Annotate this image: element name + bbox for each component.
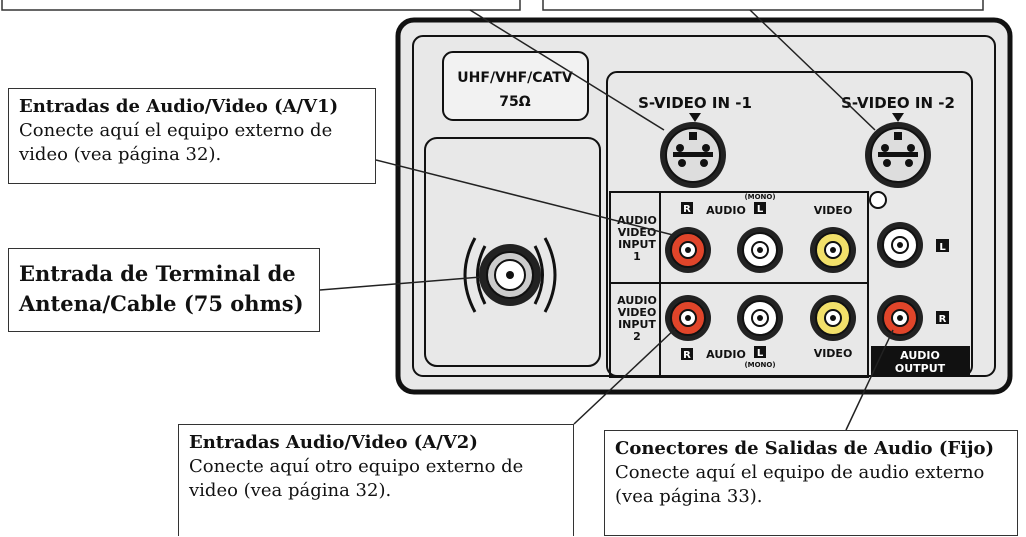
callout-av2: Entradas Audio/Video (A/V2) Conecte aquí…: [178, 424, 574, 536]
audio-output-l-text: L: [939, 242, 946, 253]
av1-video-jack-icon: [810, 227, 856, 273]
av2-video-text: VIDEO: [814, 347, 853, 360]
av2-l-text: L: [757, 348, 764, 359]
av1-label-input: INPUT: [618, 238, 656, 251]
av2-r-text: R: [683, 350, 691, 361]
av2-audio-l-jack-icon: [737, 295, 783, 341]
audio-output-l-jack-icon: [877, 222, 923, 268]
av1-audio-text: AUDIO: [706, 204, 746, 217]
av2-label-audio: AUDIO: [617, 294, 657, 307]
svideo-1-jack-icon: [660, 122, 726, 188]
av-input-frame: [609, 191, 869, 378]
svideo-2-jack-icon: [865, 122, 931, 188]
av1-r-text: R: [683, 204, 691, 215]
av2-video-jack-icon: [810, 295, 856, 341]
callout-av2-body-line-1: Conecte aquí otro equipo externo de: [189, 456, 524, 477]
av1-audio-l-jack-icon: [737, 227, 783, 273]
antenna-label-1: UHF/VHF/CATV: [457, 70, 573, 86]
audio-output-label-1: AUDIO: [900, 349, 940, 362]
antenna-label-2: 75Ω: [499, 94, 530, 110]
av2-audio-r-jack-icon: [665, 295, 711, 341]
leader-line-av1: [375, 159, 678, 237]
audio-output-r-text: R: [939, 314, 947, 325]
callout-av1: Entradas de Audio/Video (A/V1) Conecte a…: [8, 88, 376, 184]
leader-line-svideo-2: [749, 9, 876, 131]
av2-label-video: VIDEO: [618, 306, 657, 319]
svideo-1-arrow-icon: [689, 113, 701, 122]
callout-audio-output-body-line-1: Conecte aquí el equipo de audio externo: [615, 462, 985, 483]
av1-audio-r-jack-icon: [665, 227, 711, 273]
antenna-arc-outer-right: [543, 237, 557, 313]
callout-audio-output-body-line-2: (vea página 33).: [615, 486, 763, 507]
av1-label-video: VIDEO: [618, 226, 657, 239]
audio-output-label-2: OUTPUT: [895, 362, 946, 375]
av1-video-text: VIDEO: [814, 204, 853, 217]
av2-label-number: 2: [633, 330, 641, 343]
antenna-arc-inner-right: [533, 245, 544, 305]
callout-audio-output-title: Conectores de Salidas de Audio (Fijo): [615, 438, 995, 459]
audio-output-l-badge: [936, 239, 949, 252]
callout-antenna-title-line-1: Entrada de Terminal de: [19, 261, 296, 286]
av1-l-badge: [754, 202, 766, 214]
av2-audio-text: AUDIO: [706, 348, 746, 361]
callout-av1-body-line-1: Conecte aquí el equipo externo de: [19, 120, 333, 141]
callout-av2-title: Entradas Audio/Video (A/V2): [189, 432, 478, 453]
antenna-label-box: [442, 51, 589, 121]
antenna-jack-pin: [506, 271, 514, 279]
av1-label-number: 1: [633, 250, 641, 263]
leader-line-av2: [573, 327, 677, 425]
leader-line-audio-out: [845, 329, 894, 431]
leader-line-svideo-1: [469, 9, 665, 131]
audio-output-r-jack-icon: [877, 295, 923, 341]
av2-mono-text: (MONO): [744, 361, 775, 369]
callout-antenna: Entrada de Terminal de Antena/Cable (75 …: [8, 248, 320, 332]
leader-line-antenna: [319, 276, 482, 291]
av1-r-badge: [681, 202, 693, 214]
av2-label-input: INPUT: [618, 318, 656, 331]
svideo-1-label: S-VIDEO IN -1: [638, 94, 752, 112]
antenna-arc-inner-left: [476, 245, 487, 305]
audio-output-label-bg: [871, 346, 970, 376]
audio-output-indicator: [869, 191, 887, 209]
callout-audio-output: Conectores de Salidas de Audio (Fijo) Co…: [604, 430, 1018, 536]
audio-output-r-badge: [936, 311, 949, 324]
av1-l-text: L: [757, 204, 764, 215]
top-callout-right-box: [542, 0, 984, 11]
callout-antenna-title-line-2: Antena/Cable (75 ohms): [19, 291, 304, 316]
av2-l-badge: [754, 346, 766, 358]
callout-av2-body-line-2: video (vea página 32).: [189, 480, 392, 501]
antenna-arc-outer-left: [463, 237, 477, 313]
av2-r-badge: [681, 348, 693, 360]
top-callout-left-box: [1, 0, 521, 11]
svideo-2-arrow-icon: [892, 113, 904, 122]
callout-av1-body-line-2: video (vea página 32).: [19, 144, 222, 165]
av1-mono-text: (MONO): [744, 193, 775, 201]
svideo-2-label: S-VIDEO IN -2: [841, 94, 955, 112]
callout-av1-title: Entradas de Audio/Video (A/V1): [19, 96, 339, 117]
